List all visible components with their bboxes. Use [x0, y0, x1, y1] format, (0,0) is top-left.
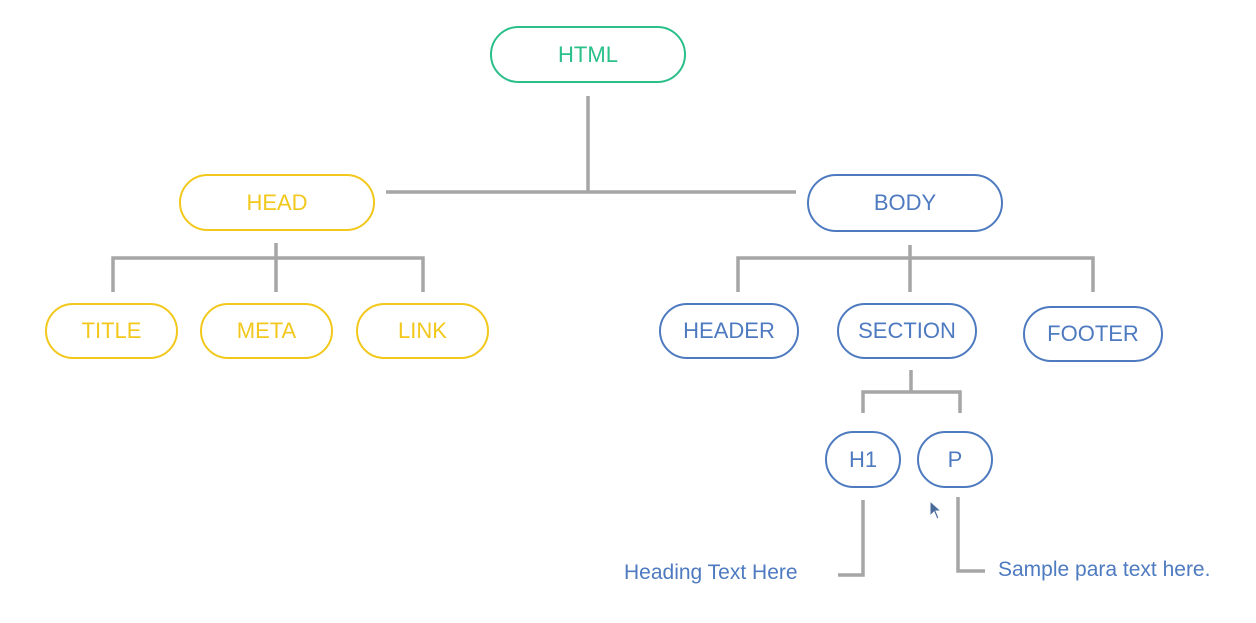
paragraph-text-leaf: Sample para text here. [998, 558, 1211, 581]
connector-body-children [736, 245, 1095, 292]
node-footer: FOOTER [1023, 306, 1163, 362]
node-p: P [917, 431, 993, 488]
connector-head-children [111, 243, 425, 292]
node-head: HEAD [179, 174, 375, 231]
connector-p-text [956, 497, 985, 573]
node-body: BODY [807, 174, 1003, 232]
connector-html-children [386, 96, 796, 194]
node-meta: META [200, 303, 333, 359]
heading-text-leaf: Heading Text Here [624, 561, 798, 584]
node-section: SECTION [837, 303, 977, 359]
node-header: HEADER [659, 303, 799, 359]
node-title: TITLE [45, 303, 178, 359]
connector-h1-text [838, 500, 865, 577]
node-link: LINK [356, 303, 489, 359]
mouse-pointer-icon [929, 500, 943, 520]
node-html: HTML [490, 26, 686, 83]
connector-section-children [861, 370, 962, 413]
node-h1: H1 [825, 431, 901, 488]
